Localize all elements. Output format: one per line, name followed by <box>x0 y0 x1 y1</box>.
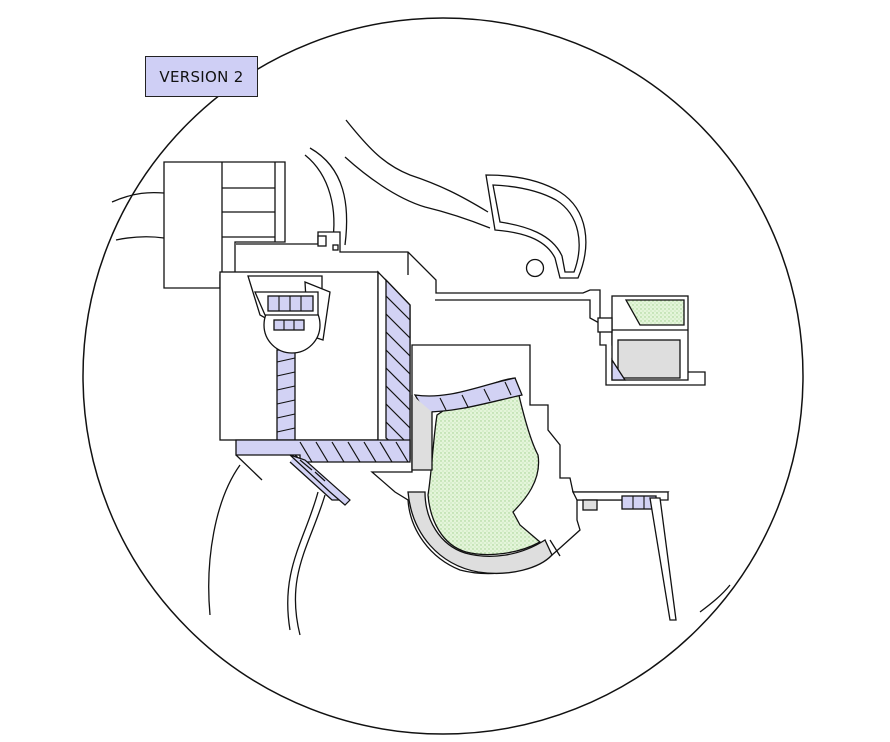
version-label: VERSION 2 <box>145 56 258 97</box>
round-feature <box>525 258 545 278</box>
right-garden-unit <box>597 295 689 381</box>
lower-glazed-edge <box>289 454 351 506</box>
main-building <box>219 270 411 501</box>
curved-drive <box>485 174 587 279</box>
courtyard-structure <box>370 344 677 621</box>
terrain-lines <box>111 119 731 636</box>
